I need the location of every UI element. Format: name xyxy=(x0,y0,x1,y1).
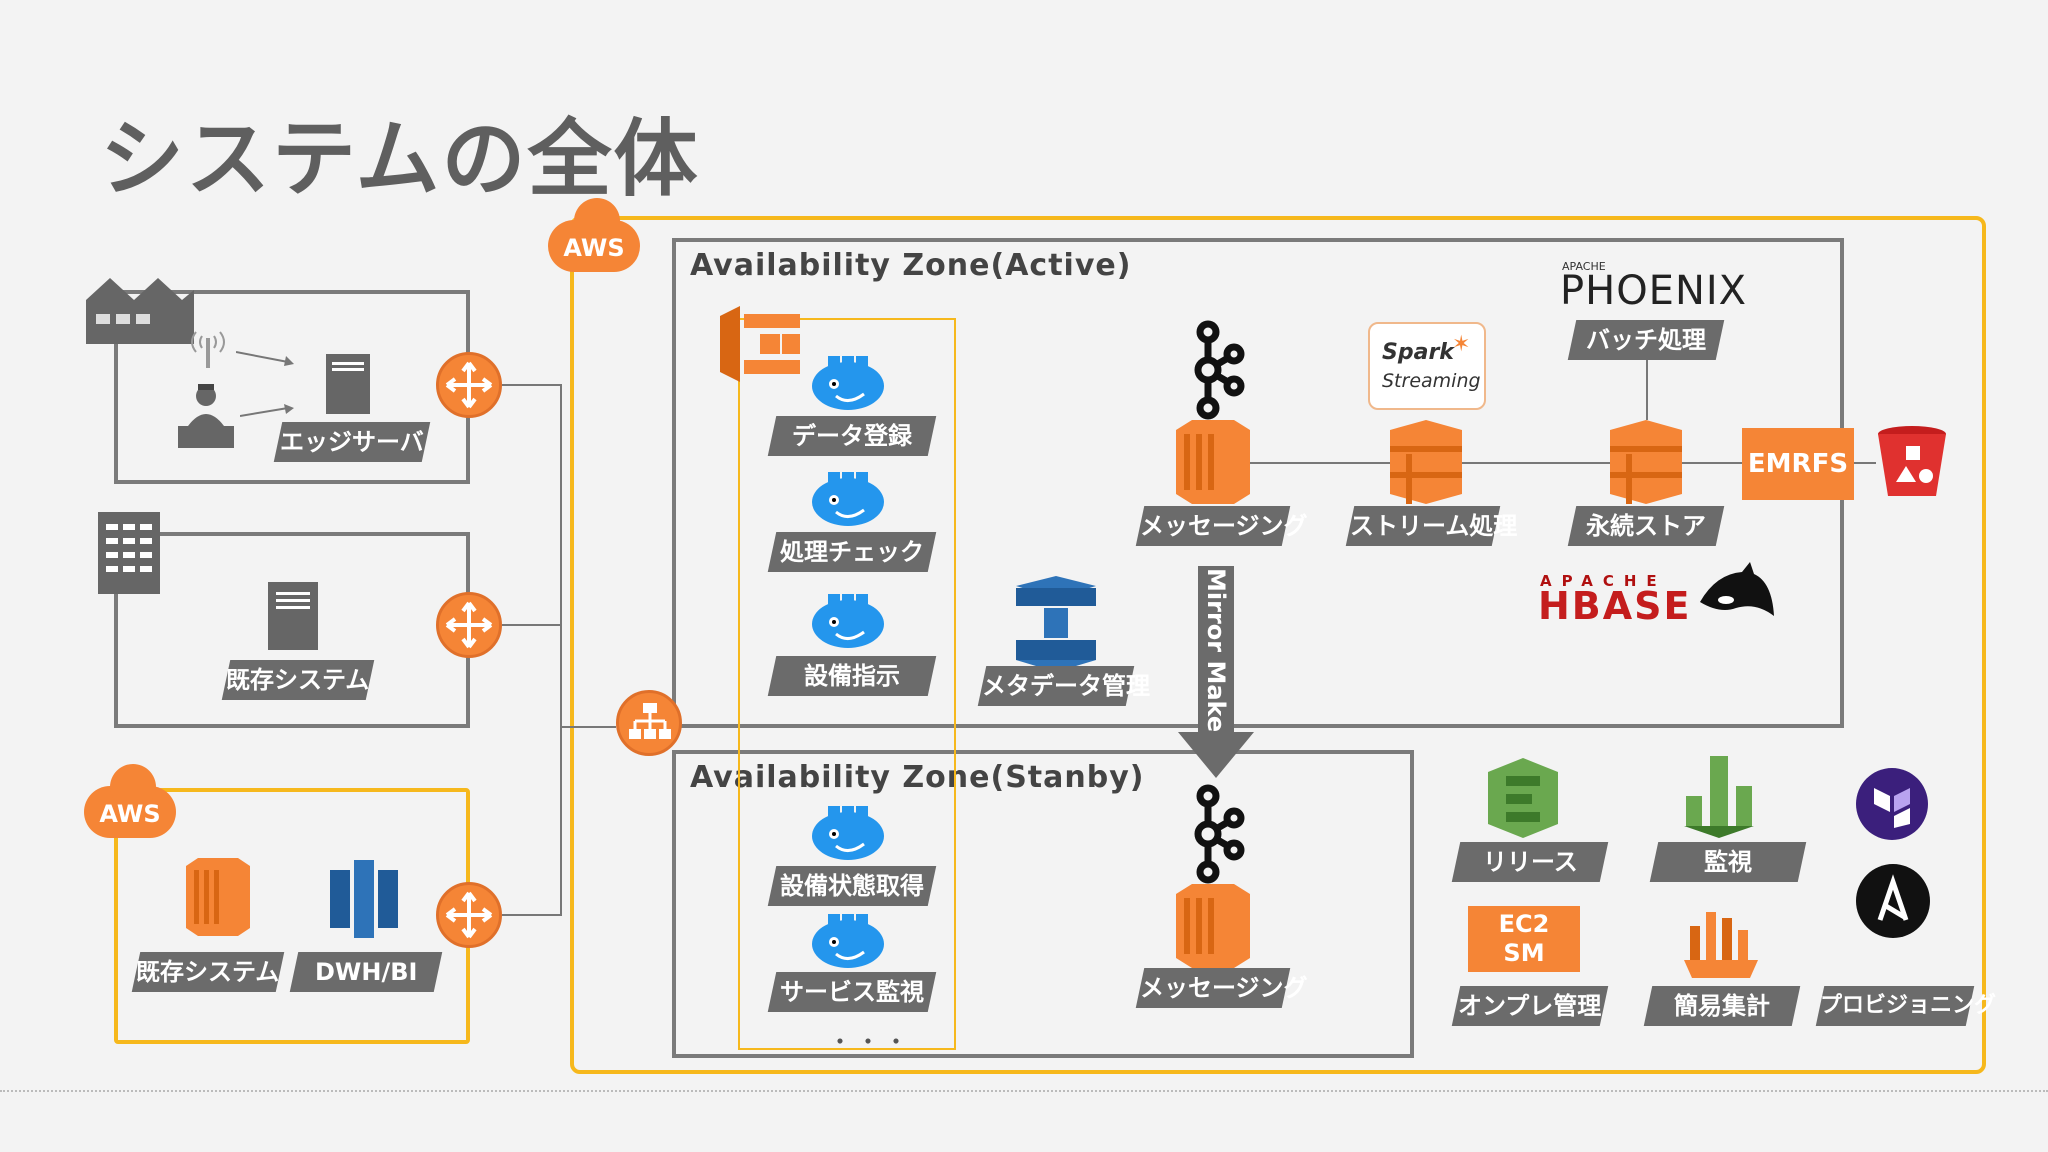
ec2-icon xyxy=(186,858,250,936)
building-icon xyxy=(98,512,160,594)
equipment-status-label: 設備状態取得 xyxy=(767,866,937,906)
messaging-standby-label: メッセージング xyxy=(1135,968,1308,1008)
connector-line xyxy=(1462,462,1610,464)
page-title: システムの全体 xyxy=(100,110,700,208)
dwh-bi-label: DWH/BI xyxy=(289,952,443,992)
simple-aggregation-label: 簡易集計 xyxy=(1643,986,1801,1026)
connector-line xyxy=(502,624,562,626)
vpn-router-icon xyxy=(436,592,502,658)
connector-line xyxy=(1646,360,1648,420)
connector-line xyxy=(1250,462,1390,464)
hbase-apache-text: APACHE xyxy=(1540,572,1667,590)
elastic-beanstalk-icon xyxy=(1488,758,1558,838)
phoenix-apache-text: APACHE xyxy=(1562,260,1606,273)
connector-line xyxy=(502,914,562,916)
orca-icon xyxy=(1700,562,1774,616)
docker-icon xyxy=(812,914,884,968)
onprem-mgmt-label: オンプレ管理 xyxy=(1451,986,1609,1026)
kafka-icon xyxy=(1194,320,1245,420)
monitoring-label: 監視 xyxy=(1649,842,1807,882)
release-label: リリース xyxy=(1451,842,1609,882)
mirror-maker-label: Mirror Maker xyxy=(1198,566,1234,746)
slide-footer-divider xyxy=(0,1090,2048,1092)
factory-icon xyxy=(86,278,194,344)
container-column xyxy=(738,318,956,1050)
az-active-label: Availability Zone(Active) xyxy=(690,248,1132,283)
ec2-icon xyxy=(1176,420,1250,504)
terraform-icon xyxy=(1856,768,1928,840)
edge-server-label: エッジサーバ xyxy=(273,422,431,462)
docker-icon xyxy=(812,594,884,648)
service-monitor-label: サービス監視 xyxy=(767,972,937,1012)
aws-cloud-label: AWS xyxy=(99,800,161,828)
dynamodb-icon xyxy=(1016,576,1096,672)
equipment-instruction-label: 設備指示 xyxy=(767,656,937,696)
ansible-icon xyxy=(1856,864,1930,938)
connector-line xyxy=(1682,462,1742,464)
connector-line xyxy=(560,384,562,916)
operator-icon xyxy=(178,384,234,448)
more-containers-ellipsis: ・・・ xyxy=(828,1028,912,1056)
ec2-systems-manager-box: EC2 SM xyxy=(1468,906,1580,972)
s3-bucket-icon xyxy=(1878,426,1946,496)
process-check-label: 処理チェック xyxy=(767,532,937,572)
emrfs-box: EMRFS xyxy=(1742,428,1854,500)
persistent-store-label: 永続ストア xyxy=(1567,506,1725,546)
availability-zone-standby xyxy=(672,750,1414,1058)
legacy-system-label: 既存システム xyxy=(221,660,375,700)
emr-icon xyxy=(1390,420,1462,504)
aws-legacy-system-label: 既存システム xyxy=(131,952,285,992)
star-icon: ✶ xyxy=(1452,332,1471,357)
batch-processing-label: バッチ処理 xyxy=(1567,320,1725,360)
vpn-router-icon xyxy=(436,882,502,948)
docker-icon xyxy=(812,472,884,526)
kafka-icon xyxy=(1194,784,1245,884)
arrow-icon xyxy=(236,351,294,366)
arrow-icon xyxy=(240,404,294,417)
aws-region-frame xyxy=(570,216,1986,1074)
aws-cloud-label: AWS xyxy=(563,234,625,262)
spark-text: Spark xyxy=(1382,340,1454,365)
antenna-icon xyxy=(191,331,225,368)
phoenix-logo-text: PHOENIX xyxy=(1560,268,1748,314)
connector-line xyxy=(560,726,616,728)
elb-icon xyxy=(616,690,682,756)
streaming-text: Streaming xyxy=(1382,370,1481,392)
cloudwatch-icon xyxy=(1684,756,1754,838)
mirror-arrow-icon xyxy=(1178,732,1254,778)
server-icon xyxy=(326,354,370,414)
provisioning-label: プロビジョニング xyxy=(1815,986,1996,1026)
emr-icon xyxy=(1610,420,1682,504)
hbase-logo-text: HBASE xyxy=(1538,584,1692,628)
redshift-icon xyxy=(330,860,398,938)
connector-line xyxy=(1854,462,1876,464)
server-icon xyxy=(268,582,318,650)
data-register-label: データ登録 xyxy=(767,416,937,456)
stream-processing-label: ストリーム処理 xyxy=(1345,506,1517,546)
aws-cloud-icon: AWS xyxy=(84,764,176,838)
aws-cloud-icon: AWS xyxy=(548,198,640,272)
vpn-router-icon xyxy=(436,352,502,418)
ecs-icon xyxy=(720,306,800,382)
docker-icon xyxy=(812,806,884,860)
docker-icon xyxy=(812,356,884,410)
spark-streaming-logo: Spark Streaming ✶ xyxy=(1368,322,1486,410)
metadata-mgmt-label: メタデータ管理 xyxy=(977,666,1150,706)
athena-icon xyxy=(1684,912,1758,978)
ec2sm-line1: EC2 xyxy=(1498,910,1550,938)
ec2-icon xyxy=(1176,884,1250,968)
messaging-active-label: メッセージング xyxy=(1135,506,1308,546)
connector-line xyxy=(502,384,562,386)
ec2sm-line2: SM xyxy=(1503,939,1545,967)
az-standby-label: Availability Zone(Stanby) xyxy=(690,760,1145,795)
